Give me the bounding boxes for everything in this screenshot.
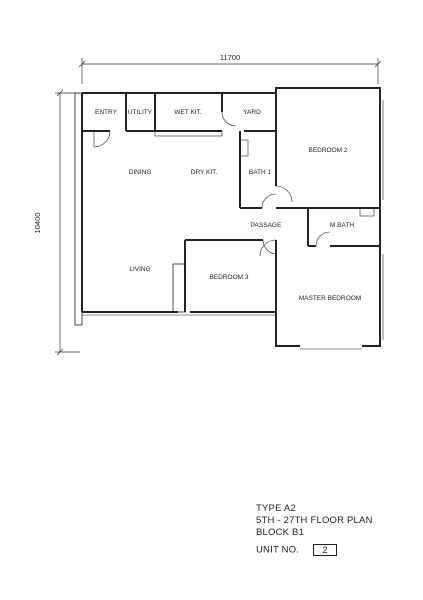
left-column — [74, 92, 83, 326]
room-utility: UTILITY — [128, 109, 153, 116]
unit-number: 2 — [313, 544, 338, 556]
plan-type: TYPE A2 — [256, 503, 296, 514]
dimension-height — [55, 89, 80, 356]
room-dining: DINING — [129, 169, 152, 176]
room-wet-kitchen: WET KIT. — [174, 109, 202, 116]
room-dry-kitchen: DRY KIT. — [191, 169, 218, 176]
room-entry: ENTRY — [95, 109, 118, 116]
room-bedroom-3: BEDROOM 3 — [209, 274, 248, 281]
doors — [93, 111, 331, 257]
room-master-bath: M.BATH — [330, 222, 354, 229]
plan-floors: 5TH - 27TH FLOOR PLAN — [256, 515, 373, 526]
width-label: 11700 — [220, 53, 240, 62]
windows — [82, 100, 384, 350]
room-bath-1: BATH 1 — [249, 169, 272, 176]
unit-row: UNIT NO. 2 — [256, 544, 338, 556]
room-living: LIVING — [129, 266, 150, 273]
unit-label: UNIT NO. — [256, 544, 300, 556]
room-bedroom-2: BEDROOM 2 — [308, 147, 347, 154]
mbath-fixture — [359, 207, 375, 217]
bath-fixture — [239, 139, 249, 157]
dimension-width — [78, 58, 382, 84]
walls — [81, 87, 381, 347]
room-yard: YARD — [243, 109, 261, 116]
plan-block: BLOCK B1 — [256, 527, 305, 538]
room-master-bedroom: MASTER BEDROOM — [299, 295, 361, 302]
kitchen-counter — [154, 130, 223, 137]
room-passage: PASSAGE — [251, 222, 282, 229]
sliding-door — [172, 263, 186, 313]
height-label: 10400 — [33, 213, 42, 234]
